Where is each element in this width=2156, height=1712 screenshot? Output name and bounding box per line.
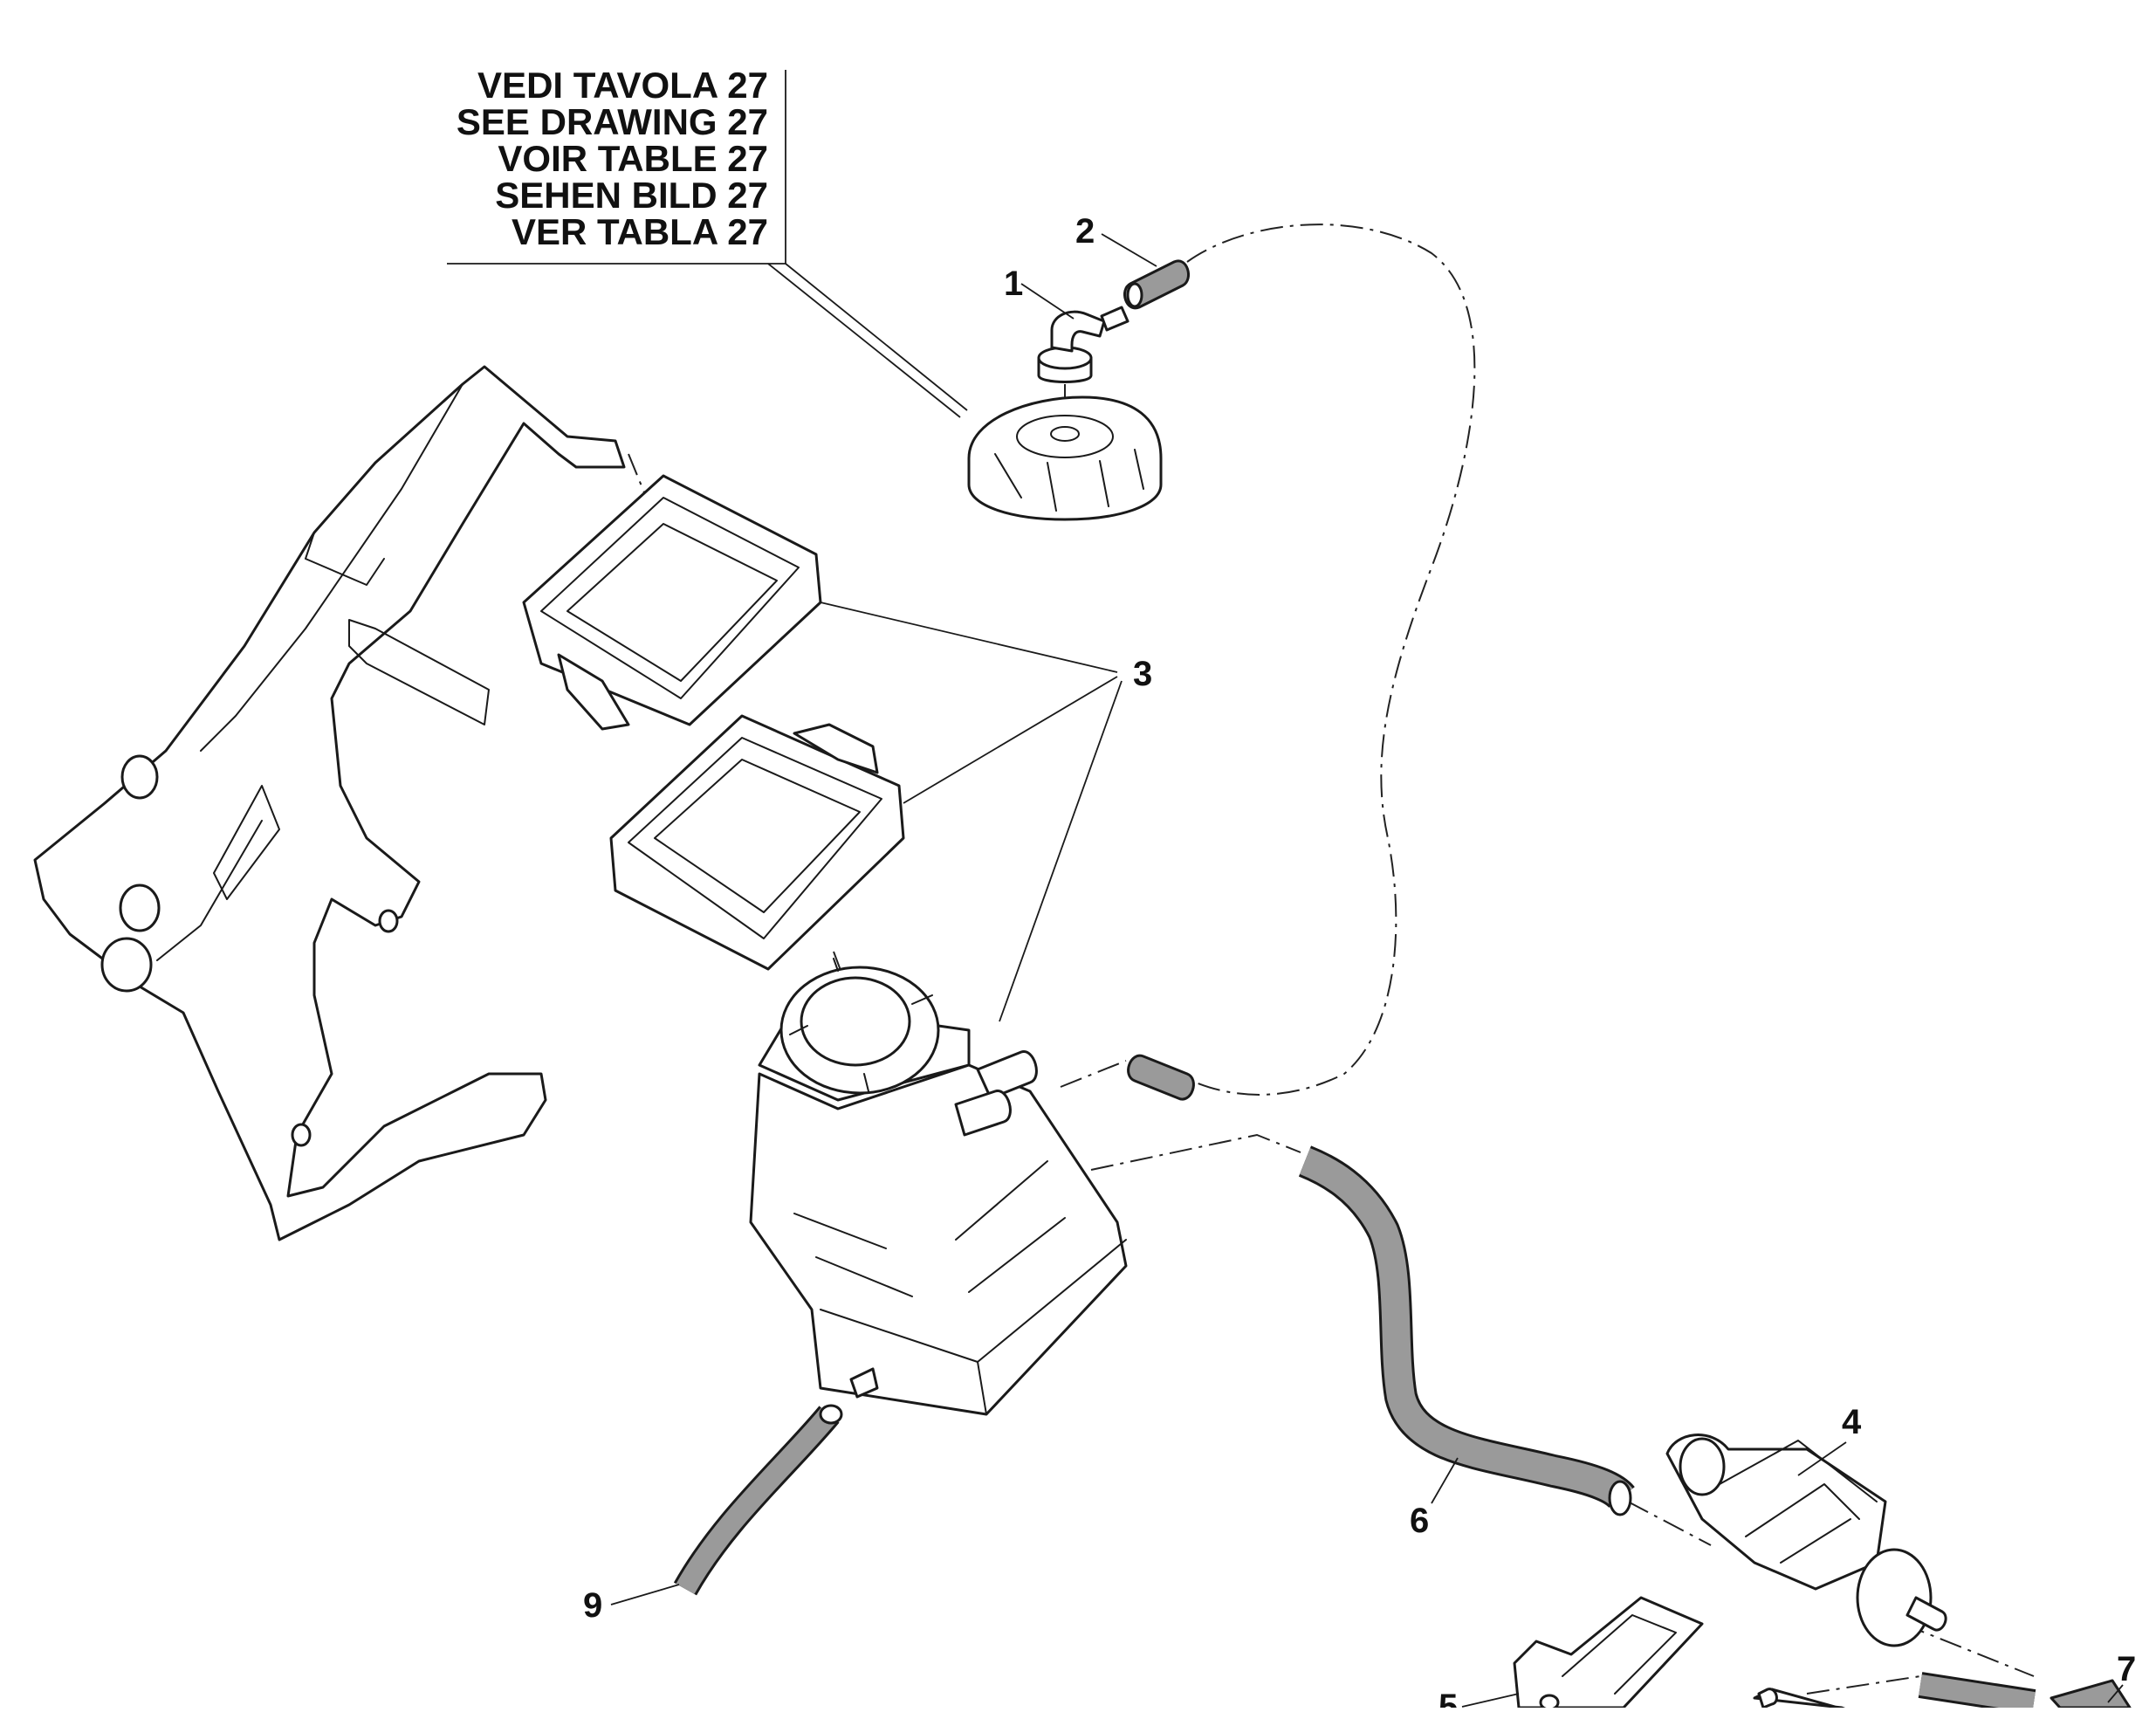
- dash-line-fitting: [1806, 1675, 1921, 1695]
- canister-drain-port: [849, 1367, 879, 1399]
- lower-cover-body: [609, 714, 905, 971]
- reference-note-line-fr: VOIR TABLE 27: [498, 138, 768, 179]
- callout-3-leader-upper: [820, 602, 1118, 673]
- elbow-fitting: [1050, 310, 1106, 353]
- bracket-slot: [213, 785, 280, 900]
- evap-canister: [749, 958, 1128, 1416]
- canister-port-upper: [976, 1050, 1038, 1100]
- callout-3-leader-lower: [999, 680, 1123, 1022]
- bracket-edge-line: [200, 383, 463, 752]
- bracket-hole-5: [291, 1123, 312, 1147]
- callout-9: 9: [583, 1586, 602, 1625]
- upper-cover-inner: [566, 523, 778, 682]
- callout-3-leader-middle: [903, 676, 1118, 804]
- bracket-tab: [305, 532, 385, 586]
- dash-line-canister-port-lower: [1090, 1133, 1301, 1171]
- callout-4-leader: [1797, 1441, 1847, 1476]
- bracket-hole-4: [378, 909, 399, 933]
- callout-7: 7: [2117, 1650, 2136, 1688]
- callout-7-leader: [2107, 1684, 2124, 1703]
- lower-cover-rim: [628, 737, 882, 939]
- canister-port-lower: [954, 1090, 1012, 1137]
- valve-bracket-plate: [1513, 1596, 1704, 1709]
- reference-note: VEDI TAVOLA 27 SEE DRAWING 27 VOIR TABLE…: [447, 65, 968, 418]
- hose-9-end: [819, 1404, 843, 1425]
- lower-cover-inner: [654, 759, 861, 913]
- callout-2: 2: [1075, 212, 1095, 251]
- reference-note-line-it: VEDI TAVOLA 27: [477, 65, 768, 106]
- callout-5: 5: [1438, 1688, 1458, 1708]
- fuel-cap-center: [1016, 415, 1114, 458]
- reference-note-leader-1: [785, 263, 968, 411]
- bracket-flange: [348, 619, 490, 725]
- reference-note-line-es: VER TABLA 27: [512, 211, 768, 252]
- canister-base-lines: [820, 1239, 1127, 1415]
- callout-1: 1: [1004, 265, 1023, 303]
- bracket-hole-3: [100, 937, 153, 993]
- short-hose-2-end: [1126, 282, 1143, 308]
- canister-cover-upper: [522, 474, 822, 731]
- callout-9-leader: [610, 1584, 680, 1605]
- callout-2-leader: [1101, 233, 1157, 267]
- bracket-rib: [156, 820, 263, 961]
- hose-9-body: [676, 1407, 838, 1594]
- valve-bracket-5: [1513, 1596, 1704, 1711]
- fuel-cap-grip-ribs: [994, 449, 1144, 512]
- upper-cover-tab: [557, 653, 630, 731]
- hose-6: [1298, 1145, 1635, 1516]
- canister-cover-lower: [609, 714, 905, 971]
- callout-5-leader: [1461, 1693, 1520, 1708]
- purge-valve: [1665, 1434, 1947, 1647]
- hose-7-body: [1919, 1674, 2036, 1712]
- hose-6-body: [1299, 1148, 1633, 1507]
- lower-cover-tab: [793, 723, 879, 774]
- fuel-cap-vent: [1050, 426, 1080, 442]
- canister-ribs: [793, 1160, 1066, 1297]
- hose-fitting-barb: [1757, 1688, 1778, 1709]
- callout-6: 6: [1410, 1502, 1429, 1540]
- hose-7: [1918, 1672, 2132, 1712]
- canister-body: [749, 1063, 1128, 1416]
- reference-note-line-de: SEHEN BILD 27: [495, 175, 768, 216]
- mounting-bracket: [33, 365, 626, 1241]
- callout-3: 3: [1133, 655, 1152, 693]
- elbow-fitting-nozzle: [1100, 306, 1129, 332]
- dash-line-valve-to-hose7: [1902, 1623, 2035, 1677]
- purge-valve-nozzle: [1905, 1596, 1947, 1632]
- upper-cover-rim: [540, 497, 800, 699]
- callout-6-leader: [1431, 1457, 1459, 1504]
- purge-valve-clips: [1719, 1440, 1878, 1564]
- callout-1-leader: [1020, 283, 1075, 320]
- dash-line-canister-port-upper: [1060, 1060, 1127, 1088]
- dash-line-filler-to-hose: [1186, 223, 1476, 1096]
- callouts: 1 2 3 4 5 6 7 9: [583, 212, 2136, 1712]
- valve-bracket-hole: [1539, 1694, 1560, 1711]
- bracket-hole-2: [119, 884, 161, 932]
- hose-sleeve: [1127, 1054, 1195, 1101]
- canister-cap-center: [800, 976, 911, 1067]
- bracket-plate: [33, 365, 626, 1241]
- hose-6-end: [1608, 1480, 1632, 1516]
- valve-bracket-slot: [1562, 1614, 1677, 1695]
- dash-line-hose-to-valve: [1627, 1501, 1712, 1546]
- bracket-hole-1: [120, 754, 159, 800]
- canister-cap-clips: [789, 958, 933, 1092]
- fuel-cap-assembly: [967, 259, 1190, 521]
- purge-valve-connector: [1679, 1437, 1726, 1496]
- hose-9: [673, 1404, 843, 1596]
- purge-valve-diaphragm: [1856, 1548, 1933, 1647]
- reference-note-leader-2: [767, 263, 961, 418]
- callout-4: 4: [1842, 1403, 1862, 1441]
- reference-note-line-en: SEE DRAWING 27: [457, 101, 768, 142]
